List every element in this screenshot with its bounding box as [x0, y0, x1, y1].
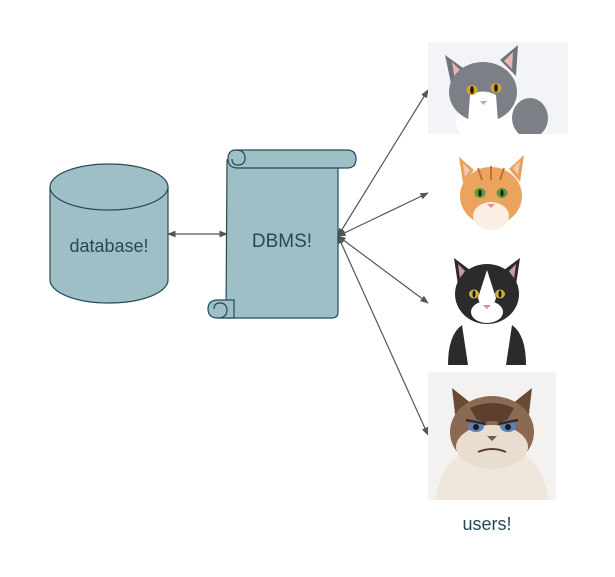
database-label: database!: [69, 236, 148, 256]
dbms-scroll-bottom-curl: [213, 302, 228, 319]
database-cylinder-body: [49, 186, 169, 304]
user-cat-1-image[interactable]: [428, 42, 568, 147]
dbms-scroll-top-roll: [227, 149, 357, 169]
dbms-scroll-top-curl: [231, 149, 246, 166]
dbms-scroll-body: [225, 159, 339, 319]
user-cat-4-image[interactable]: [428, 372, 556, 500]
dbms-label: DBMS!: [252, 231, 312, 252]
edge-dbms-user-2: [337, 192, 429, 237]
user-cat-2-image[interactable]: [455, 150, 527, 235]
dbms-node[interactable]: DBMS!: [207, 149, 357, 319]
users-label: users!: [462, 514, 511, 534]
user-cat-3-image[interactable]: [443, 253, 531, 365]
database-node[interactable]: database!: [49, 163, 169, 304]
dbms-scroll-bottom-roll: [207, 299, 235, 319]
database-cylinder-top: [49, 163, 169, 211]
edge-dbms-user-3: [337, 235, 429, 304]
connectors: [167, 89, 429, 436]
edge-dbms-user-4: [337, 235, 429, 436]
